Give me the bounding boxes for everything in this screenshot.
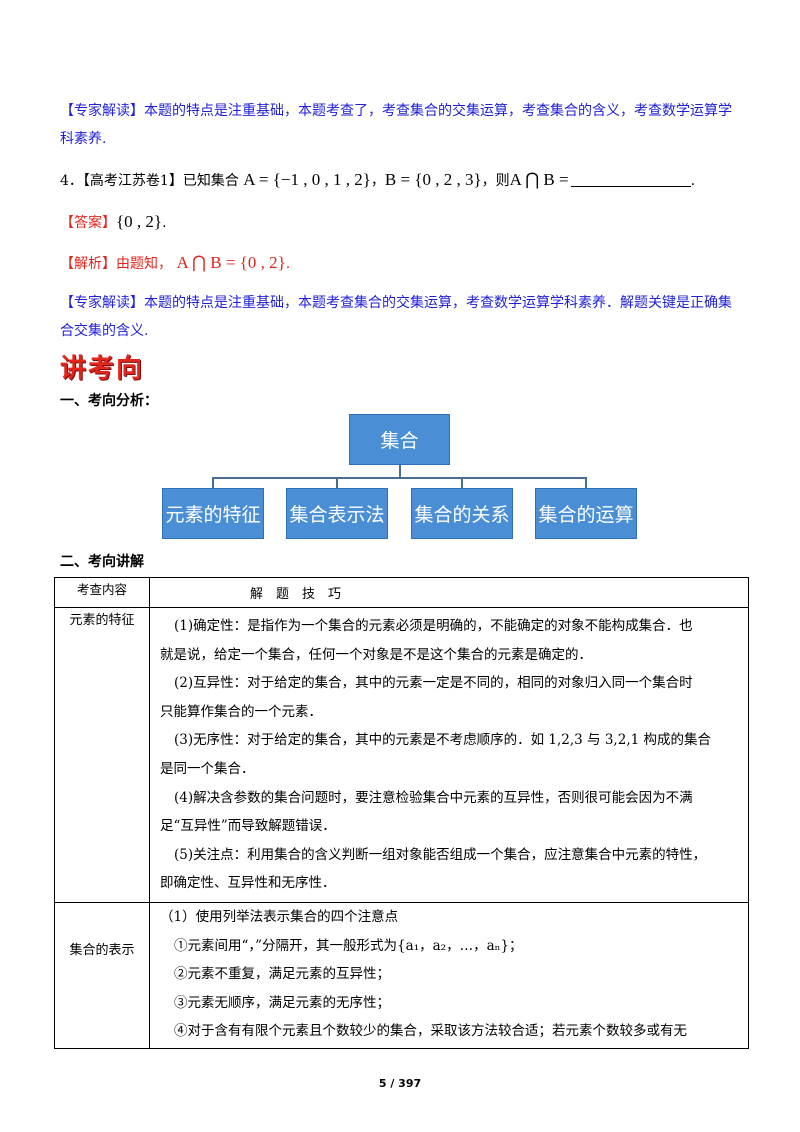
content-line: 就是说，给定一个集合，任何一个对象是不是这个集合的元素是确定的． — [160, 646, 592, 663]
set-b-formula: B = {0 , 2 , 3} — [384, 170, 482, 189]
table-row: 集合的表示 （1）使用列举法表示集合的四个注意点 ①元素间用“，”分隔开，其一般… — [54, 901, 749, 1049]
connector — [461, 477, 463, 488]
row-content: (1)确定性：是指作为一个集合的元素必须是明确的，不能确定的对象不能构成集合．也… — [149, 607, 749, 903]
commentary-line: 合交集的含义. — [60, 323, 149, 339]
section-banner: 讲考向 — [60, 354, 145, 384]
content-line: （1）使用列举法表示集合的四个注意点 — [160, 908, 399, 925]
then-text: ，则 — [481, 173, 510, 189]
connector — [212, 477, 586, 479]
commentary-line: 本题的特点是注重基础，本题考查了，考查集合的交集运算，考查集合的含义，考查数学运… — [144, 103, 732, 119]
answer-value: {0 , 2} — [116, 212, 163, 231]
set-a-formula: A = {−1 , 0 , 1 , 2} — [243, 170, 371, 189]
question-source: 【高考江苏卷1】 — [82, 173, 183, 189]
content-line: (5)关注点：利用集合的含义判断一组对象能否组成一个集合，应注意集合中元素的特性… — [174, 846, 707, 863]
period: . — [285, 256, 291, 272]
diagram-child-node: 集合的关系 — [411, 488, 513, 539]
analysis-text: 由题知， — [116, 256, 172, 272]
analysis: 【解析】由题知， A ⋂ B = {0 , 2}. — [60, 249, 740, 278]
content-line: ①元素间用“，”分隔开，其一般形式为{a₁，a₂，…，aₙ}； — [174, 937, 523, 954]
question-number: 4． — [60, 173, 83, 189]
expert-commentary-2: 【专家解读】本题的特点是注重基础，本题考查集合的交集运算，考查数学运算学科素养．… — [60, 289, 740, 345]
analysis-expr: A ⋂ B = {0 , 2} — [176, 253, 286, 272]
row-label: 元素的特征 — [54, 607, 150, 903]
header-cell: 考查内容 — [54, 577, 150, 608]
intersection-expr: A ⋂ B = — [509, 170, 569, 189]
page-number: 5 / 397 — [378, 1077, 422, 1090]
connector — [336, 477, 338, 488]
diagram-child-node: 元素的特征 — [162, 488, 264, 539]
section-heading-analysis: 一、考向分析： — [60, 393, 158, 409]
connector — [399, 465, 401, 478]
period: . — [690, 173, 696, 189]
answer-tag: 【答案】 — [60, 215, 116, 231]
question-4: 4．【高考江苏卷1】已知集合 A = {−1 , 0 , 1 , 2}，B = … — [60, 166, 740, 195]
connector — [585, 477, 587, 488]
content-line: (3)无序性：对于给定的集合，其中的元素是不考虑顺序的．如 1,2,3 与 3,… — [174, 732, 711, 749]
content-line: 是同一个集合． — [160, 760, 255, 777]
commentary-line: 科素养. — [60, 131, 107, 147]
content-line: 只能算作集合的一个元素． — [160, 703, 322, 720]
row-label: 集合的表示 — [54, 901, 150, 1049]
answer: 【答案】{0 , 2}. — [60, 208, 740, 237]
connector — [212, 477, 214, 488]
expert-commentary-1: 【专家解读】本题的特点是注重基础，本题考查了，考查集合的交集运算，考查集合的含义… — [60, 97, 740, 153]
technique-table: 考查内容 解 题 技 巧 元素的特征 (1)确定性：是指作为一个集合的元素必须是… — [54, 577, 749, 1049]
header-cell: 解 题 技 巧 — [149, 577, 749, 608]
content-line: ③元素无顺序，满足元素的无序性； — [174, 994, 390, 1011]
analysis-tag: 【解析】 — [60, 256, 116, 272]
row-content: （1）使用列举法表示集合的四个注意点 ①元素间用“，”分隔开，其一般形式为{a₁… — [149, 901, 749, 1049]
content-line: (2)互异性：对于给定的集合，其中的元素一定是不同的，相同的对象归入同一个集合时 — [174, 675, 693, 692]
comma: ， — [370, 173, 385, 189]
table-row: 元素的特征 (1)确定性：是指作为一个集合的元素必须是明确的，不能确定的对象不能… — [54, 607, 749, 903]
diagram-root-node: 集合 — [349, 414, 450, 465]
section-heading-explanation: 二、考向讲解 — [60, 554, 144, 570]
content-line: ②元素不重复，满足元素的互异性； — [174, 966, 390, 983]
content-line: 足“互异性”而导致解题错误． — [160, 818, 336, 835]
table-header-row: 考查内容 解 题 技 巧 — [54, 577, 749, 608]
content-line: (4)解决含参数的集合问题时，要注意检验集合中元素的互异性，否则很可能会因为不满 — [174, 789, 693, 806]
expert-tag: 【专家解读】 — [60, 295, 144, 311]
content-line: ④对于含有有限个元素且个数较少的集合，采取该方法较合适；若元素个数较多或有无 — [174, 1023, 687, 1040]
period: . — [162, 215, 167, 231]
diagram-child-node: 集合表示法 — [286, 488, 388, 539]
question-text: 已知集合 — [182, 173, 239, 189]
content-line: 即确定性、互异性和无序性． — [160, 875, 336, 892]
diagram-child-node: 集合的运算 — [535, 488, 637, 539]
commentary-line: 本题的特点是注重基础，本题考查集合的交集运算，考查数学运算学科素养．解题关键是正… — [144, 295, 732, 311]
expert-tag: 【专家解读】 — [60, 103, 144, 119]
answer-blank — [570, 172, 691, 187]
content-line: (1)确定性：是指作为一个集合的元素必须是明确的，不能确定的对象不能构成集合．也 — [174, 618, 693, 634]
